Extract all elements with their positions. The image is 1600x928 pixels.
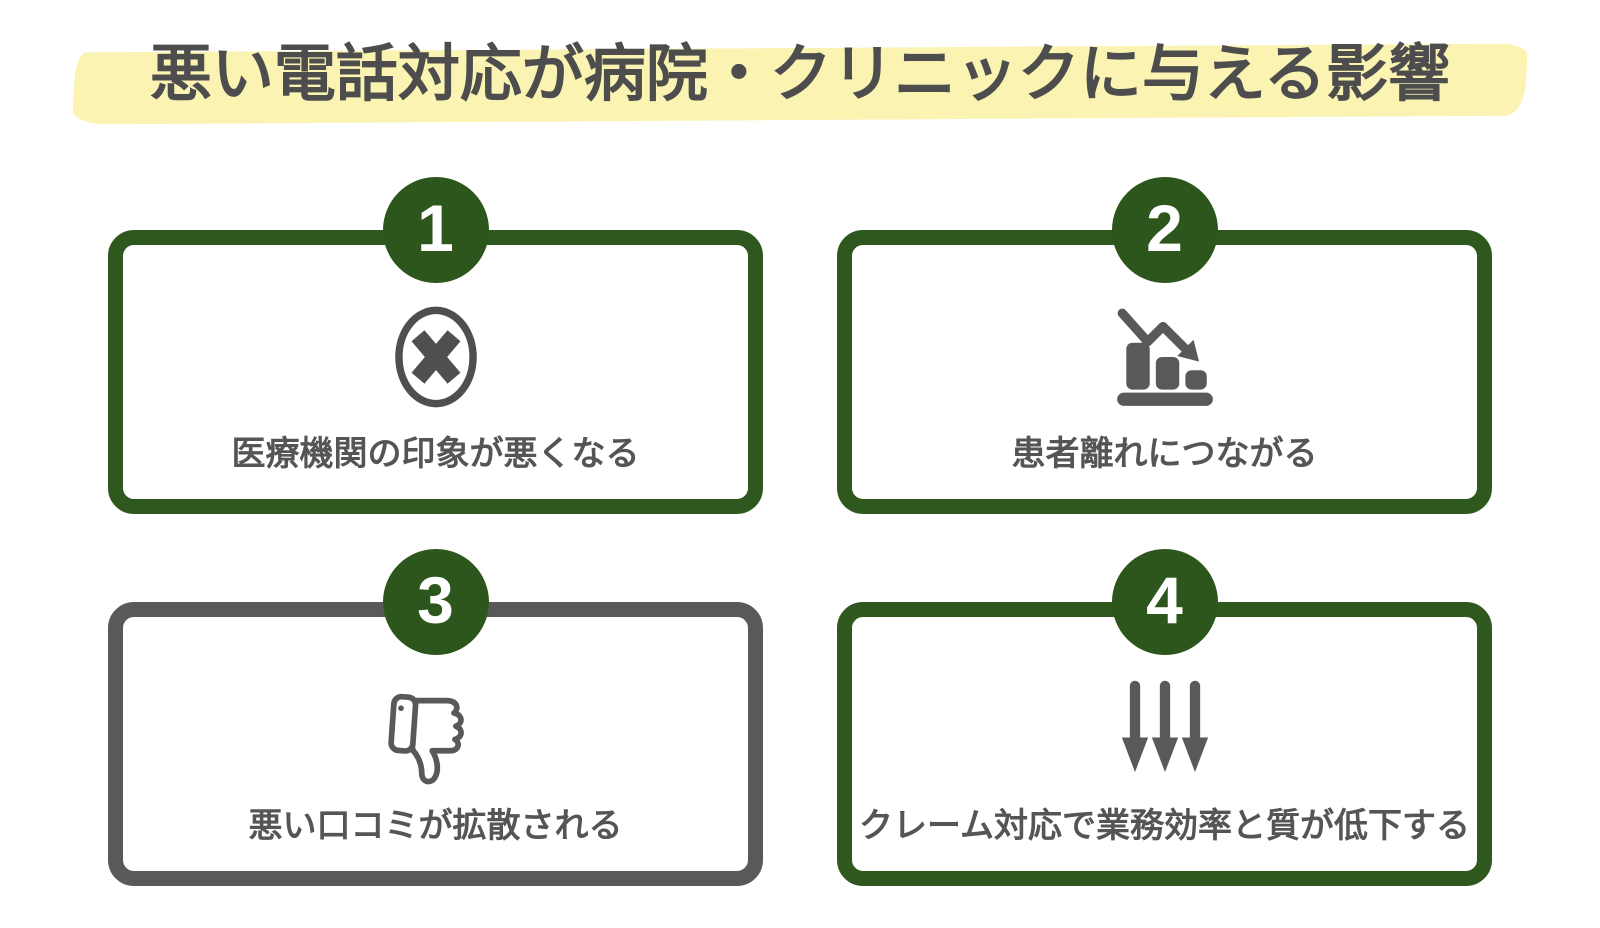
- card-4-number-badge: 4: [1111, 549, 1218, 655]
- page-title: 悪い電話対応が病院・クリニックに与える影響: [149, 40, 1451, 110]
- card-1-number: 1: [417, 191, 454, 265]
- card-3-label: 悪い口コミが拡散される: [248, 807, 623, 846]
- card-4-number: 4: [1146, 563, 1183, 637]
- card-2-label: 患者離れにつながる: [1011, 435, 1318, 474]
- card-3-number-badge: 3: [382, 549, 489, 655]
- card-bad-impression: 1 医療機関の印象が悪くなる: [108, 177, 763, 514]
- card-3-icon-area: [384, 617, 488, 806]
- card-1-icon-area: [393, 245, 479, 434]
- card-4-icon-area: [1120, 617, 1210, 806]
- card-1-number-badge: 1: [382, 177, 489, 283]
- triple-down-arrows-icon: [1121, 680, 1208, 772]
- title-section: 悪い電話対応が病院・クリニックに与える影響: [0, 28, 1600, 125]
- card-bad-reviews: 3 悪い口コミが拡散される: [108, 549, 763, 886]
- card-3-number: 3: [417, 563, 454, 637]
- card-2-number: 2: [1146, 191, 1183, 265]
- card-1-label: 医療機関の印象が悪くなる: [231, 435, 640, 474]
- card-2-number-badge: 2: [1111, 177, 1218, 283]
- card-efficiency-drop: 4 クレーム対応で業務効率と質が低下する: [837, 549, 1492, 886]
- card-4-label: クレーム対応で業務効率と質が低下する: [859, 807, 1470, 846]
- card-2-icon-area: [1109, 245, 1221, 434]
- x-circle-icon: [394, 306, 477, 407]
- cards-grid: 1 医療機関の印象が悪くなる 2: [108, 177, 1492, 886]
- declining-bar-chart-icon: [1116, 308, 1213, 406]
- thumbs-down-icon: [387, 693, 464, 784]
- card-patient-loss: 2 患者離れにつながる: [837, 177, 1492, 514]
- infographic-page: 悪い電話対応が病院・クリニックに与える影響 1 医療機関の印象が悪くなる 2: [0, 28, 1600, 928]
